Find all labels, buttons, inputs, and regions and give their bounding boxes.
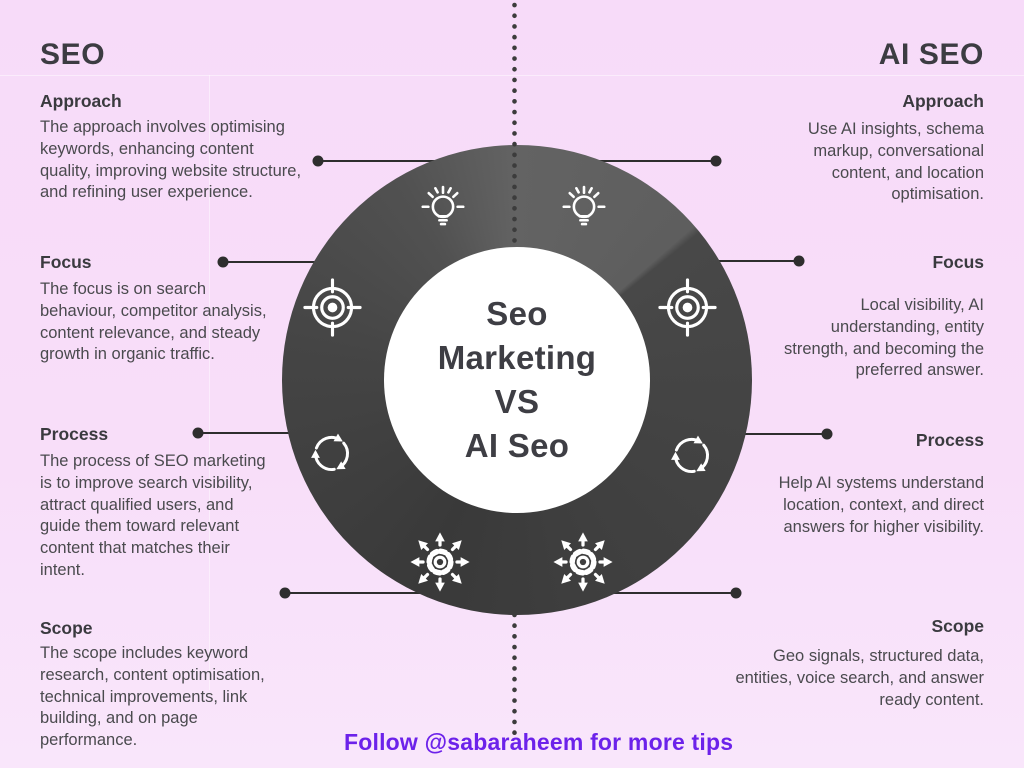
ai-seo-process-heading: Process	[915, 430, 984, 450]
seo-focus-heading: Focus	[40, 252, 92, 272]
seo-scope-body: The scope includes keyword research, con…	[40, 644, 265, 750]
center-title: Seo Marketing VS AI Seo	[437, 295, 597, 464]
ai-seo-approach-body: Use AI insights, schema markup, conversa…	[807, 120, 984, 204]
faint-horizontal-guide-line	[0, 75, 1024, 76]
seo-process-heading: Process	[40, 424, 109, 444]
center-circle: Seo Marketing VS AI Seo	[384, 247, 650, 513]
seo-scope-heading: Scope	[40, 618, 93, 638]
seo-focus-body: The focus is on search behaviour, compet…	[40, 280, 267, 364]
seo-approach-body: The approach involves optimising keyword…	[40, 118, 302, 202]
lightbulb-icon	[557, 182, 611, 236]
target-icon	[656, 276, 719, 339]
refresh-cycle-icon	[663, 427, 720, 484]
ai-seo-focus-body: Local visibility, AI understanding, enti…	[784, 296, 984, 380]
gear-expand-icon	[546, 525, 620, 599]
faint-vertical-guide-line	[209, 75, 210, 690]
ai-seo-scope-heading: Scope	[931, 616, 984, 636]
ai-seo-scope-body: Geo signals, structured data, entities, …	[735, 647, 984, 709]
seo-title: SEO	[40, 38, 106, 71]
ai-seo-focus-heading: Focus	[932, 252, 984, 272]
footer-follow-text: Follow @sabaraheem for more tips	[344, 729, 734, 755]
target-icon	[301, 276, 364, 339]
ai-seo-process-body: Help AI systems understand location, con…	[778, 474, 984, 536]
gear-expand-icon	[403, 525, 477, 599]
refresh-cycle-icon	[303, 425, 360, 482]
ai-seo-title: AI SEO	[878, 38, 984, 71]
seo-process-body: The process of SEO marketing is to impro…	[40, 452, 266, 579]
ai-seo-approach-heading: Approach	[902, 91, 984, 111]
seo-approach-heading: Approach	[40, 91, 122, 111]
lightbulb-icon	[416, 182, 470, 236]
